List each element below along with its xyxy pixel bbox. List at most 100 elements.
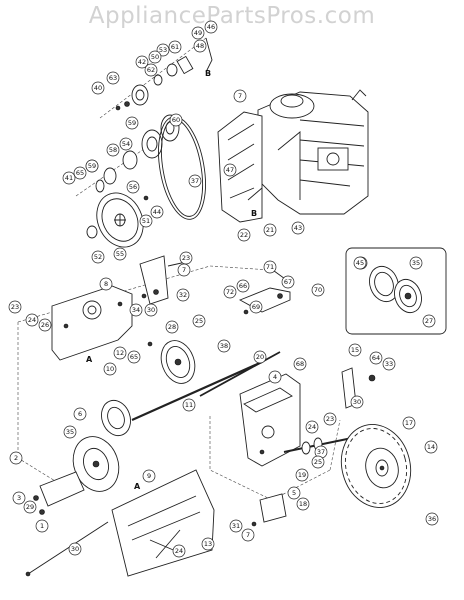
svg-text:2: 2 [14, 454, 18, 462]
svg-text:50: 50 [151, 53, 159, 61]
callout-labels: 4649486153504262634059397605458416559475… [8, 20, 439, 558]
callout-41: 41 [62, 171, 76, 185]
svg-text:62: 62 [147, 66, 155, 74]
callout-26: 26 [38, 318, 52, 332]
callout-24: 24 [305, 420, 319, 434]
left-side-plate [51, 285, 133, 361]
svg-text:26: 26 [41, 321, 49, 329]
callout-5: 5 [287, 486, 301, 500]
marker-a-cover: A [134, 482, 141, 491]
lower-shift-assembly [251, 493, 287, 527]
callout-29: 29 [23, 500, 37, 514]
callout-35: 35 [63, 425, 77, 439]
callout-14: 14 [424, 440, 438, 454]
svg-text:24: 24 [175, 547, 183, 555]
belt-cover [217, 111, 263, 223]
callout-47: 47 [223, 163, 237, 177]
svg-text:25: 25 [195, 317, 203, 325]
control-cable [25, 521, 109, 577]
svg-text:71: 71 [266, 263, 274, 271]
callout-54: 54 [119, 137, 133, 151]
svg-text:37: 37 [191, 177, 199, 185]
engine [257, 89, 369, 215]
callout-17: 17 [402, 416, 416, 430]
callout-2: 2 [9, 451, 23, 465]
hex-shaft [131, 351, 281, 422]
svg-text:30: 30 [353, 398, 361, 406]
callout-66: 66 [236, 279, 250, 293]
marker-b-engine: B [251, 209, 257, 218]
svg-text:21: 21 [266, 226, 274, 234]
callout-61: 61 [168, 40, 182, 54]
callout-36: 36 [425, 512, 439, 526]
svg-text:12: 12 [116, 349, 124, 357]
upper-pulley-stack [99, 37, 213, 119]
svg-text:35: 35 [66, 428, 74, 436]
svg-text:24: 24 [28, 316, 36, 324]
callout-30: 30 [144, 303, 158, 317]
svg-text:59: 59 [128, 119, 136, 127]
callout-24: 24 [172, 544, 186, 558]
callout-40: 40 [91, 81, 105, 95]
svg-text:45: 45 [356, 259, 364, 267]
svg-text:1: 1 [40, 522, 44, 530]
callout-65: 65 [127, 350, 141, 364]
callout-72: 72 [223, 285, 237, 299]
svg-text:64: 64 [372, 354, 380, 362]
callout-59: 59 [125, 116, 139, 130]
svg-text:31: 31 [232, 522, 240, 530]
callout-45: 45 [353, 256, 367, 270]
callout-1: 1 [35, 519, 49, 533]
callout-27: 27 [422, 314, 436, 328]
svg-text:7: 7 [238, 92, 242, 100]
svg-text:56: 56 [129, 183, 137, 191]
callout-51: 51 [139, 214, 153, 228]
callout-33: 33 [382, 357, 396, 371]
callout-42: 42 [135, 55, 149, 69]
callout-55: 55 [113, 247, 127, 261]
svg-text:22: 22 [240, 231, 248, 239]
svg-text:68: 68 [296, 360, 304, 368]
callout-4: 4 [268, 370, 282, 384]
svg-text:34: 34 [132, 306, 140, 314]
inset-panel [345, 247, 447, 335]
auger-pulley [86, 192, 151, 248]
svg-text:10: 10 [106, 365, 114, 373]
svg-text:49: 49 [194, 29, 202, 37]
wheel [340, 424, 412, 508]
callout-64: 64 [369, 351, 383, 365]
callout-18: 18 [296, 497, 310, 511]
marker-a-plate: A [86, 355, 93, 364]
svg-text:30: 30 [71, 545, 79, 553]
callout-32: 32 [176, 288, 190, 302]
callout-44: 44 [150, 205, 164, 219]
svg-text:41: 41 [65, 174, 73, 182]
callout-24: 24 [25, 313, 39, 327]
callout-13: 13 [201, 537, 215, 551]
svg-text:67: 67 [284, 278, 292, 286]
callout-30: 30 [68, 542, 82, 556]
callout-62: 62 [144, 63, 158, 77]
svg-text:18: 18 [299, 500, 307, 508]
shift-bracket [139, 255, 187, 305]
svg-text:7: 7 [182, 266, 186, 274]
callout-7: 7 [241, 528, 255, 542]
callout-7: 7 [177, 263, 191, 277]
svg-text:27: 27 [425, 317, 433, 325]
svg-text:24: 24 [308, 423, 316, 431]
svg-text:65: 65 [76, 169, 84, 177]
callout-8: 8 [99, 277, 113, 291]
svg-text:65: 65 [130, 353, 138, 361]
svg-text:54: 54 [122, 140, 130, 148]
svg-text:25: 25 [314, 458, 322, 466]
callout-21: 21 [263, 223, 277, 237]
callout-20: 20 [253, 350, 267, 364]
svg-text:20: 20 [256, 353, 264, 361]
callout-23: 23 [179, 251, 193, 265]
callout-52: 52 [91, 250, 105, 264]
svg-text:48: 48 [196, 42, 204, 50]
svg-text:53: 53 [159, 46, 167, 54]
svg-text:28: 28 [168, 323, 176, 331]
